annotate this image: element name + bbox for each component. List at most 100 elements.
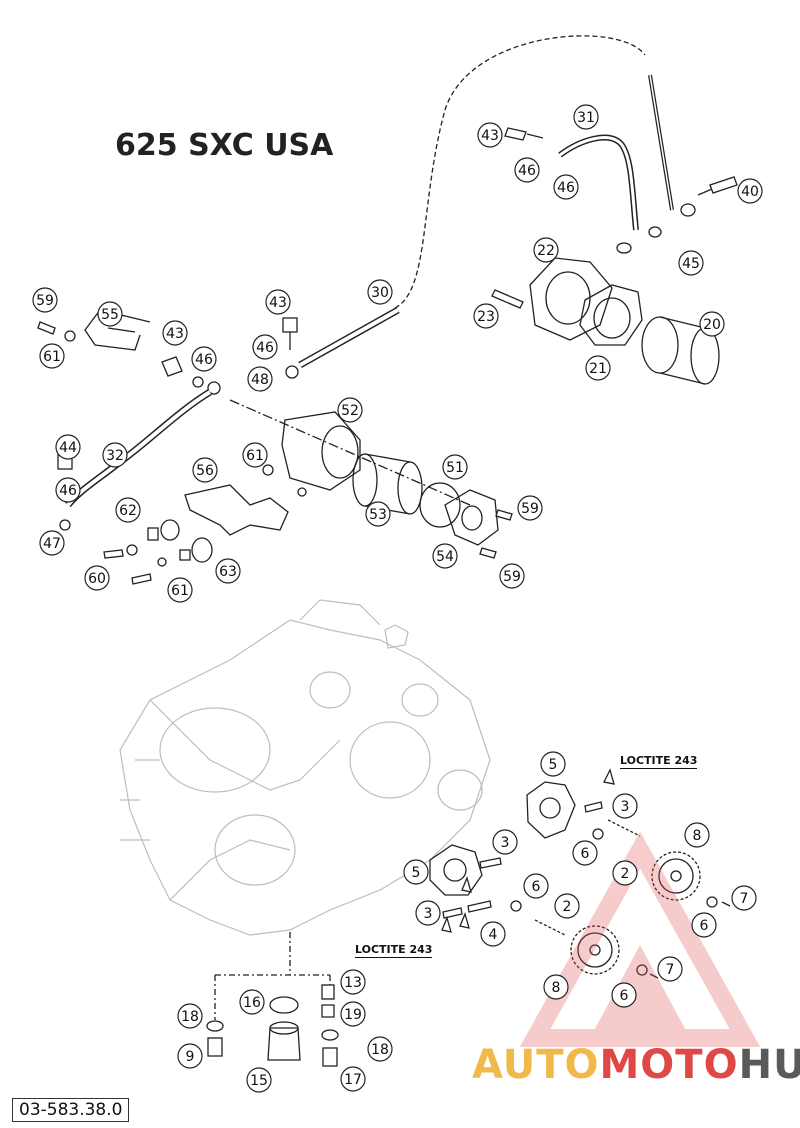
part-number-label: 43 [269,295,287,311]
part-number-label: 46 [256,340,274,356]
part-number-label: 4 [489,927,498,943]
part-number-label: 30 [371,285,389,301]
part-number-label: 43 [481,128,499,144]
part-number-label: 61 [43,349,61,365]
part-number-label: 59 [36,293,54,309]
callout-circle [367,279,393,305]
part-number-label: 31 [577,110,595,126]
callout-circle [553,174,579,200]
callout-circle [533,237,559,263]
part-number-label: 5 [412,865,421,881]
callout-circle [340,1066,366,1092]
callout-circle [480,921,506,947]
part-number-label: 5 [549,757,558,773]
part-number-label: 6 [700,918,709,934]
callout-circle [97,301,123,327]
part-number-label: 60 [88,571,106,587]
part-number-label: 8 [693,828,702,844]
callout-circle [572,840,598,866]
part-number-label: 59 [503,569,521,585]
callout-circle [540,751,566,777]
callout-circle [415,900,441,926]
part-number-label: 3 [621,799,630,815]
callout-circle [612,860,638,886]
callout-circle [215,558,241,584]
brand-part-auto: AUTO [472,1042,600,1088]
part-number-label: 23 [477,309,495,325]
callout-circle [691,912,717,938]
part-number-label: 15 [250,1073,268,1089]
callout-circle [84,565,110,591]
part-number-label: 53 [369,507,387,523]
part-number-label: 46 [518,163,536,179]
part-number-label: 18 [181,1009,199,1025]
part-number-label: 13 [344,975,362,991]
part-number-label: 40 [741,184,759,200]
callout-circle [554,893,580,919]
callout-circle [39,343,65,369]
part-number-label: 52 [341,403,359,419]
part-number-label: 46 [59,483,77,499]
part-number-label: 45 [682,256,700,272]
callout-circle [162,320,188,346]
brand-part-hub: HUB [738,1042,800,1088]
callout-circle [102,442,128,468]
callout-circle [239,989,265,1015]
callout-circle [517,495,543,521]
callout-circle [246,1067,272,1093]
part-number-label: 16 [243,995,261,1011]
callout-circle [242,442,268,468]
callout-circle [39,530,65,556]
brand-watermark: AUTOMOTOHUB [472,1042,800,1088]
part-number-label: 2 [563,899,572,915]
callout-circle [523,873,549,899]
callout-circle [115,497,141,523]
callout-circle [731,885,757,911]
part-number-label: 32 [106,448,124,464]
diagram-title: 625 SXC USA [115,128,334,163]
part-number-label: 43 [166,326,184,342]
callout-circle [192,457,218,483]
callout-circle [499,563,525,589]
callout-circle [252,334,278,360]
callout-circle [167,577,193,603]
callout-circle [191,346,217,372]
part-number-label: 59 [521,501,539,517]
callout-circle [612,793,638,819]
callout-circle [737,178,763,204]
part-number-label: 55 [101,307,119,323]
part-number-label: 62 [119,503,137,519]
callout-circle [55,477,81,503]
callout-circle [367,1036,393,1062]
part-number-label: 18 [371,1042,389,1058]
callout-circle [678,250,704,276]
part-number-label: 22 [537,243,555,259]
part-number-label: 19 [344,1007,362,1023]
part-number-label: 3 [424,906,433,922]
part-number-label: 51 [446,460,464,476]
part-number-label: 17 [344,1072,362,1088]
part-number-label: 44 [59,440,77,456]
part-number-label: 47 [43,536,61,552]
part-number-label: 2 [621,866,630,882]
callout-circle [514,157,540,183]
callout-circle [265,289,291,315]
part-number-label: 63 [219,564,237,580]
part-number-label: 61 [246,448,264,464]
callout-circle [247,366,273,392]
callout-circle [340,1001,366,1027]
loctite-note-lower: LOCTITE 243 [355,943,433,958]
part-number-label: 61 [171,583,189,599]
part-number-label: 46 [557,180,575,196]
callout-circle [657,956,683,982]
part-number-label: 20 [703,317,721,333]
callout-circle [573,104,599,130]
callout-circle [492,829,518,855]
callout-circle [177,1043,203,1069]
part-number-label: 6 [532,879,541,895]
callout-circle [699,311,725,337]
part-number-label: 8 [552,980,561,996]
callout-circle [340,969,366,995]
callout-circle [442,454,468,480]
